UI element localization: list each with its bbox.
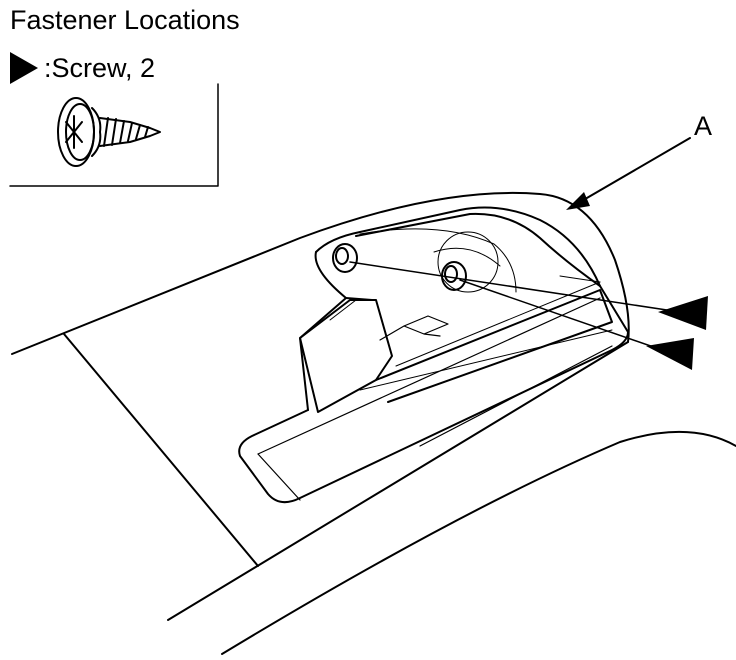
- screw-marker-arrowhead-1: [658, 296, 708, 330]
- handle-trim: [238, 206, 629, 504]
- screw-leader-lines: [349, 261, 681, 353]
- legend-separator: :: [44, 53, 52, 83]
- legend: : Screw, 2: [10, 52, 155, 84]
- door-panel-outline: [11, 191, 736, 655]
- screw-inset-frame: [9, 83, 219, 187]
- screw-icon: [57, 97, 161, 167]
- legend-label: Screw, 2: [51, 53, 156, 83]
- callout-a-label: A: [694, 111, 713, 141]
- legend-arrowhead-icon: [10, 52, 38, 84]
- screw-boss-1: [332, 243, 358, 273]
- page-title: Fastener Locations: [10, 5, 240, 35]
- screw-marker-arrowhead-2: [646, 338, 694, 370]
- callout-a-leader: [566, 137, 691, 210]
